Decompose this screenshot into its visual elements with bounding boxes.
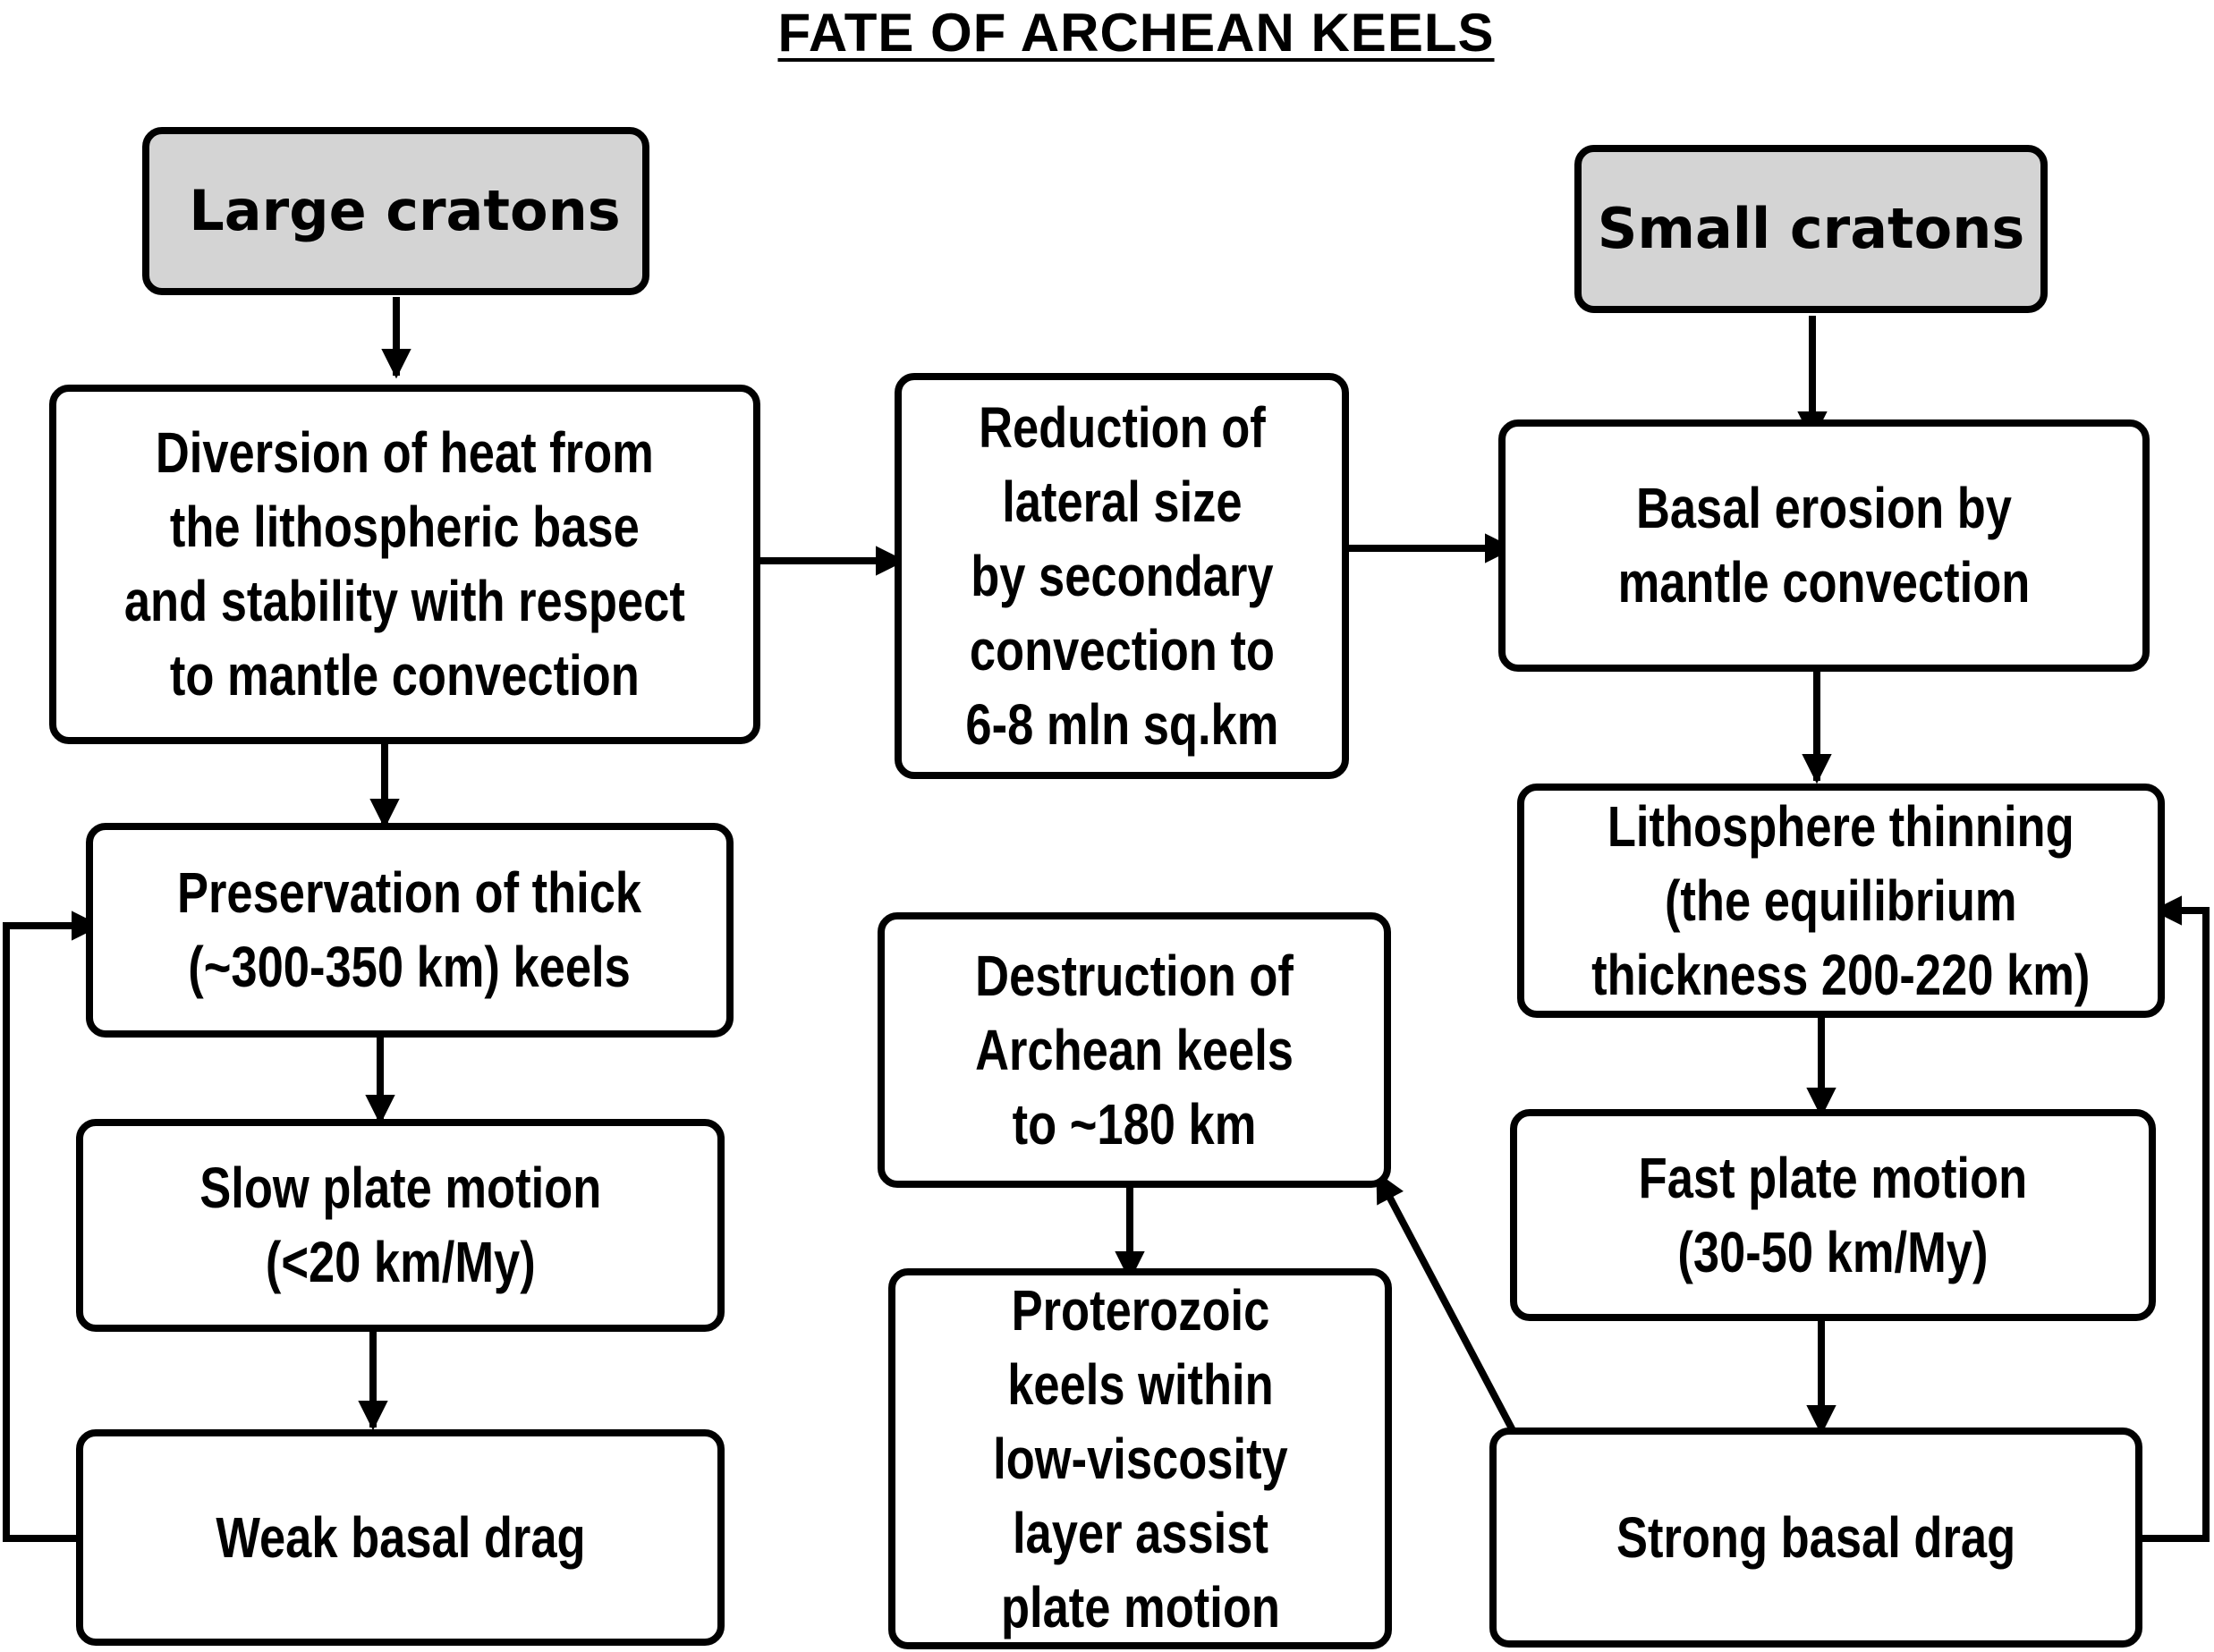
node-destruction: Destruction of Archean keels to ~180 km bbox=[878, 912, 1391, 1188]
node-large-cratons: Large cratons bbox=[142, 127, 649, 295]
node-slow-plate-motion: Slow plate motion (<20 km/My) bbox=[76, 1119, 725, 1332]
node-fast-plate-motion: Fast plate motion (30-50 km/My) bbox=[1510, 1109, 2156, 1321]
node-lithosphere-thinning: Lithosphere thinning (the equilibrium th… bbox=[1517, 784, 2165, 1018]
node-strong-basal-drag: Strong basal drag bbox=[1489, 1427, 2142, 1648]
node-small-cratons: Small cratons bbox=[1574, 145, 2048, 313]
arrow-strong-to-thinning bbox=[2138, 895, 2210, 1542]
arrow-weak-to-preservation bbox=[3, 911, 102, 1542]
arrow-strong-to-destruction bbox=[1374, 1172, 1517, 1434]
node-preservation: Preservation of thick (~300-350 km) keel… bbox=[86, 823, 734, 1038]
node-weak-basal-drag: Weak basal drag bbox=[76, 1429, 725, 1646]
node-proterozoic: Proterozoic keels within low-viscosity l… bbox=[888, 1268, 1392, 1649]
node-basal-erosion: Basal erosion by mantle convection bbox=[1498, 419, 2150, 672]
diagram-title: FATE OF ARCHEAN KEELS bbox=[777, 3, 1495, 63]
node-reduction: Reduction of lateral size by secondary c… bbox=[895, 373, 1349, 779]
node-diversion: Diversion of heat from the lithospheric … bbox=[49, 385, 760, 744]
